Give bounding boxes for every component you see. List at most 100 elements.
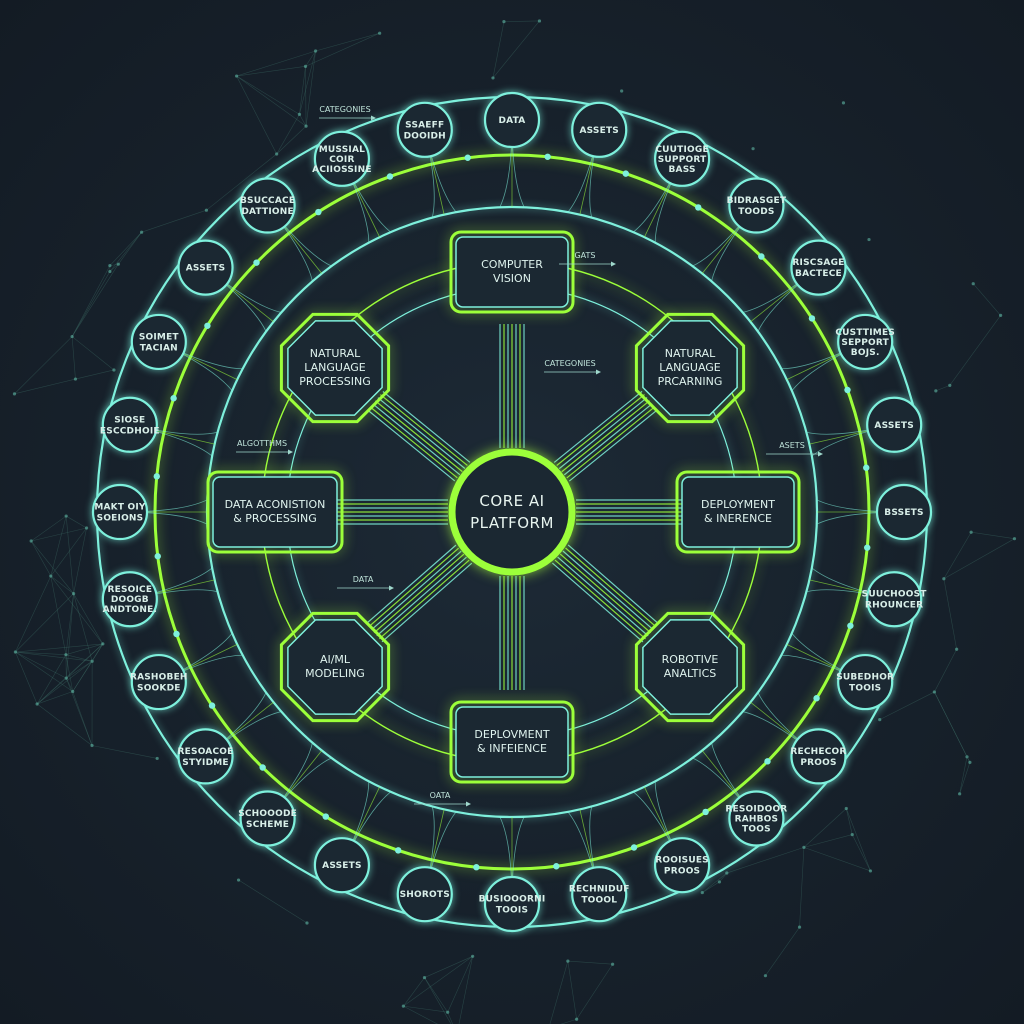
core-title-line2: PLATFORM xyxy=(470,514,554,532)
hub-connector-trace xyxy=(559,553,652,634)
background-link xyxy=(424,956,473,978)
module-octagon xyxy=(642,320,738,416)
background-link xyxy=(424,977,448,1013)
background-link xyxy=(15,651,67,679)
module-data-aconistion-line-2: & PROCESSING xyxy=(233,512,317,525)
background-dot xyxy=(802,845,806,849)
background-link xyxy=(803,834,853,848)
outer-node-17-line-1: ASSETS xyxy=(322,861,362,871)
background-link xyxy=(447,1012,453,1024)
background-dot xyxy=(965,755,969,759)
outer-node-15-line-2: TOOIS xyxy=(496,906,528,916)
module-box xyxy=(212,476,338,548)
outer-node-25[interactable]: ASSETS xyxy=(177,239,234,296)
hub-connector-trace xyxy=(568,409,658,482)
hub-connector-trace xyxy=(377,397,466,469)
background-link xyxy=(403,956,473,1007)
background-dot xyxy=(204,208,209,212)
module-deployment-right[interactable]: DEPLOYMENT& INERENCE xyxy=(675,470,801,554)
outer-node-2[interactable]: ASSETS xyxy=(571,101,628,158)
background-link xyxy=(971,531,1015,539)
outer-node-circle xyxy=(313,130,371,187)
outer-node-7[interactable]: ASSETS xyxy=(866,396,923,453)
outer-node-20-line-1: RASHOBEH xyxy=(130,673,188,683)
background-link xyxy=(851,834,871,872)
outer-node-17[interactable]: ASSETS xyxy=(313,837,371,894)
background-link xyxy=(72,691,93,746)
background-link xyxy=(14,378,76,395)
outer-node-circle xyxy=(396,866,453,923)
ring-junction-dot xyxy=(253,259,260,266)
background-dot xyxy=(234,74,239,78)
outer-node-19-line-2: STYIDME xyxy=(182,758,228,768)
module-data-aconistion-line-1: DATA ACONISTION xyxy=(225,498,326,511)
outer-node-1[interactable]: DATA xyxy=(483,91,541,149)
background-link xyxy=(576,964,613,1020)
outer-node-16[interactable]: SHOROTS xyxy=(396,866,453,923)
background-dot xyxy=(108,264,112,268)
module-outer-frame xyxy=(634,312,746,424)
background-dot xyxy=(236,878,241,882)
module-octagon xyxy=(642,619,738,715)
outer-node-11-line-2: PROOS xyxy=(800,758,836,768)
module-computer-vision-line-2: VISION xyxy=(493,272,531,285)
background-link xyxy=(50,515,67,577)
background-dot xyxy=(13,650,18,654)
module-deployment-bottom[interactable]: DEPLOVMENT& INFEIENCE xyxy=(449,700,575,784)
background-link xyxy=(72,643,104,692)
background-link xyxy=(36,703,93,746)
background-link xyxy=(75,369,114,380)
hub-connector-trace xyxy=(563,403,653,476)
module-computer-vision-line-1: COMPUTER xyxy=(481,258,543,271)
background-link xyxy=(15,575,52,653)
outer-node-4-line-1: BIDRASGET xyxy=(727,196,787,206)
background-link xyxy=(934,691,971,763)
hub-connector-trace xyxy=(378,559,470,640)
module-outer-frame xyxy=(449,700,575,784)
ring-junction-dot xyxy=(204,322,211,329)
outer-node-6-line-3: BOJS. xyxy=(851,348,880,358)
background-link xyxy=(236,75,307,127)
background-link xyxy=(36,660,93,705)
outer-node-8[interactable]: BSSETS xyxy=(875,483,933,541)
module-box xyxy=(455,706,569,778)
background-link xyxy=(71,271,111,337)
background-link xyxy=(66,643,104,679)
background-link xyxy=(305,50,316,127)
module-natural-language-processing-line-3: PROCESSING xyxy=(299,375,371,388)
floating-label-gats: GATS xyxy=(574,251,595,260)
outer-node-10-line-1: SUBEDHOR xyxy=(836,673,894,683)
arrowhead-icon xyxy=(288,449,293,455)
background-link xyxy=(36,677,67,705)
module-data-aconistion[interactable]: DATA ACONISTION& PROCESSING xyxy=(206,470,344,554)
background-link xyxy=(935,385,950,392)
background-link xyxy=(65,654,93,662)
ring-junction-dot xyxy=(544,153,551,160)
